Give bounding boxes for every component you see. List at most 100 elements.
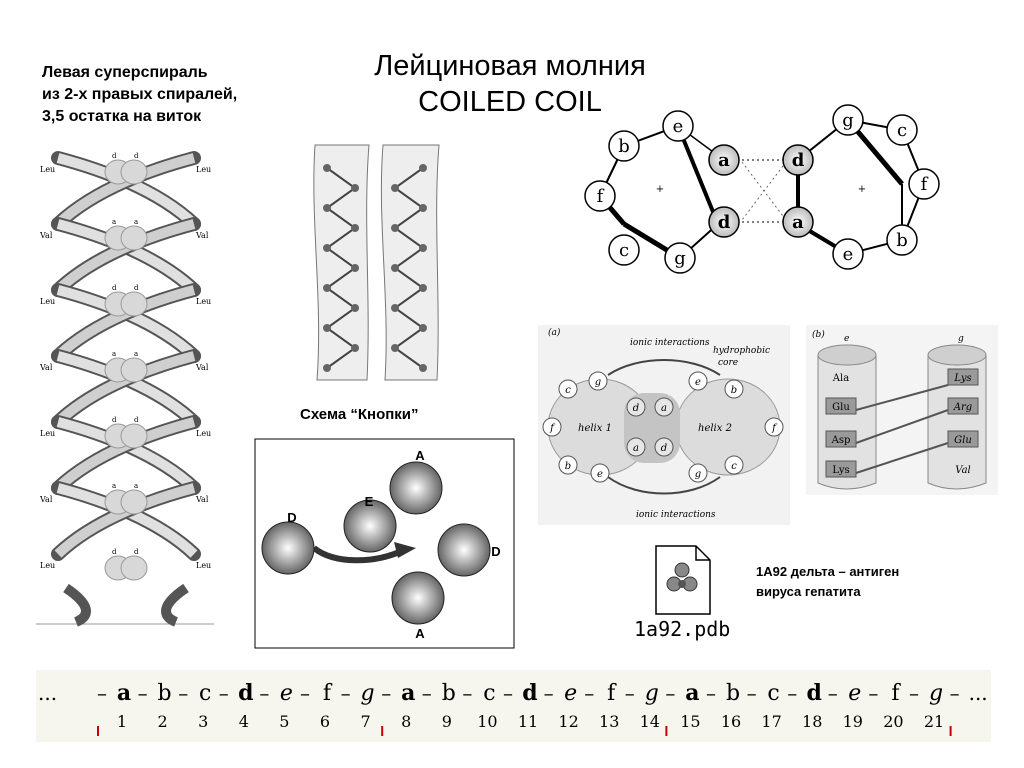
wheel-residue bbox=[664, 242, 696, 274]
title-line-2: COILED COIL bbox=[418, 86, 602, 118]
heptad-dash: – bbox=[341, 681, 351, 705]
panel-b-box bbox=[947, 430, 979, 448]
heptad-number: 17 bbox=[761, 712, 781, 731]
panel-a-residue bbox=[626, 437, 646, 457]
helix-center-label: a bbox=[112, 482, 116, 490]
panel-b-left-item: Asp bbox=[831, 435, 851, 446]
panel-a-residue-label: d bbox=[633, 403, 639, 414]
panel-b-box bbox=[825, 460, 857, 478]
helix-label-right: Val bbox=[195, 495, 209, 504]
panel-a-bottom-label: ionic interactions bbox=[636, 510, 716, 520]
panel-a-residue-label: f bbox=[549, 423, 556, 434]
panel-a-residue bbox=[688, 463, 708, 483]
panel-a-residue bbox=[542, 417, 562, 437]
helix-center-label: a bbox=[112, 350, 116, 358]
helix-label-right: Leu bbox=[196, 165, 211, 174]
panel-a-core-label-2: core bbox=[718, 358, 738, 368]
residue-bead bbox=[391, 184, 399, 192]
heptad-sequence-strip: ...–a1–b2–c3–d4–e5–f6–g7–a8–b9–c10–d11–e… bbox=[36, 670, 991, 742]
wheel-residue bbox=[886, 224, 918, 256]
residue-bead bbox=[323, 204, 331, 212]
heptad-letter: f bbox=[323, 681, 333, 706]
panel-a-residue-label: c bbox=[565, 385, 571, 396]
heptad-number: 11 bbox=[518, 712, 538, 731]
panel-a-residue bbox=[724, 455, 744, 475]
wheel-residue bbox=[584, 180, 616, 212]
pdb-filename[interactable]: 1a92.pdb bbox=[634, 617, 731, 641]
heptad-dash: – bbox=[787, 681, 797, 705]
residue-bead bbox=[323, 284, 331, 292]
heptad-dash: – bbox=[259, 681, 269, 705]
heptad-letter: g bbox=[929, 681, 943, 706]
panel-a-residue bbox=[558, 455, 578, 475]
panel-a-residue bbox=[558, 379, 578, 399]
heptad-dash: – bbox=[584, 681, 594, 705]
panel-a-residue-label: c bbox=[731, 461, 737, 472]
heptad-letter: c bbox=[483, 681, 495, 706]
heptad-letter: d bbox=[522, 680, 537, 706]
heptad-number: 16 bbox=[721, 712, 741, 731]
helix-center-label: a bbox=[134, 218, 138, 226]
heptad-number: 18 bbox=[802, 712, 822, 731]
helix-center-label: a bbox=[134, 350, 138, 358]
helix-label-left: Val bbox=[39, 495, 53, 504]
heptad-letter: d bbox=[807, 680, 822, 706]
residue-bead bbox=[351, 344, 359, 352]
button-ball bbox=[389, 461, 443, 515]
wheel-core-residue: a bbox=[718, 150, 730, 171]
panel-a-residue-label: d bbox=[661, 443, 667, 454]
wheel-left-residue: e bbox=[673, 116, 684, 137]
panel-b-right-item: Glu bbox=[954, 435, 972, 446]
title-line-1: Лейциновая молния bbox=[374, 50, 646, 82]
wheel-residue bbox=[908, 168, 940, 200]
panel-a-core-label-1: hydrophobic bbox=[713, 346, 770, 356]
panel-b-left-item: Ala bbox=[832, 373, 849, 384]
panel-a-residue bbox=[588, 371, 608, 391]
wheel-left-residue: f bbox=[597, 186, 605, 207]
heptad-letter: a bbox=[401, 680, 415, 706]
helix-center-label: d bbox=[134, 548, 139, 556]
tube-right bbox=[380, 144, 440, 381]
panel-a-residue bbox=[764, 417, 784, 437]
residue-bead bbox=[419, 364, 427, 372]
side-chain-bead bbox=[120, 555, 148, 581]
ribbon-end bbox=[63, 583, 91, 627]
residue-bead bbox=[391, 224, 399, 232]
wheel-residue bbox=[886, 114, 918, 146]
wheel-core-residue: d bbox=[718, 212, 731, 233]
heptad-dash: – bbox=[544, 681, 554, 705]
heptad-dash: – bbox=[503, 681, 513, 705]
heptad-number: 3 bbox=[198, 712, 208, 731]
heptad-dash: – bbox=[381, 681, 391, 705]
wheel-right-residue: g bbox=[842, 110, 854, 131]
heptad-dash: – bbox=[422, 681, 432, 705]
helix-label-left: Leu bbox=[40, 165, 55, 174]
heptad-dash: – bbox=[868, 681, 878, 705]
helix-center-label: a bbox=[112, 218, 116, 226]
wheel-left-residue: g bbox=[674, 248, 686, 269]
heptad-letter: c bbox=[767, 681, 779, 706]
side-chain-bead bbox=[120, 291, 148, 317]
panel-b-box bbox=[947, 368, 979, 386]
helix-label-left: Leu bbox=[40, 297, 55, 306]
pdb-file-icon[interactable] bbox=[652, 544, 714, 616]
side-chain-bead bbox=[120, 159, 148, 185]
heptad-number: 4 bbox=[239, 712, 249, 731]
heptad-letter: e bbox=[280, 681, 293, 706]
heptad-letters: ...–a1–b2–c3–d4–e5–f6–g7–a8–b9–c10–d11–e… bbox=[38, 680, 988, 736]
panel-b-left-item: Lys bbox=[832, 465, 849, 476]
left-caption-line-3: 3,5 остатка на виток bbox=[42, 108, 202, 125]
heptad-number: 20 bbox=[883, 712, 903, 731]
helix-center-label: d bbox=[112, 548, 117, 556]
panel-b-right-head: g bbox=[958, 334, 964, 344]
tube-left bbox=[313, 144, 370, 381]
panel-b-right-item: Lys bbox=[953, 373, 971, 384]
residue-bead bbox=[351, 184, 359, 192]
helix-label-right: Leu bbox=[196, 561, 211, 570]
wheel-left-residue: c bbox=[619, 240, 629, 261]
heptad-dash: – bbox=[828, 681, 838, 705]
antigen-caption: 1А92 дельта – антиген вируса гепатита bbox=[756, 562, 899, 602]
residue-bead bbox=[419, 284, 427, 292]
